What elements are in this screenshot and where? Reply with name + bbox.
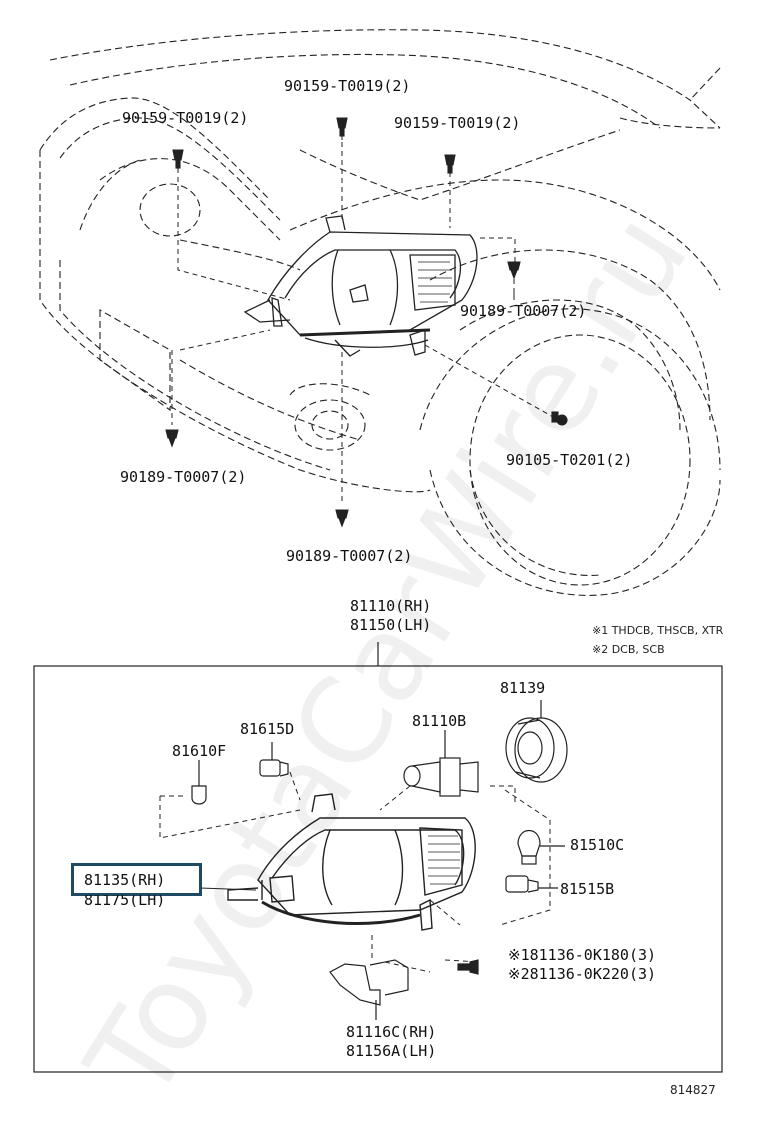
note-2: ※2 DCB, SCB <box>592 643 665 656</box>
part-81515b[interactable]: 81515B <box>560 880 615 898</box>
bulb-81610f <box>191 760 207 805</box>
part-81139[interactable]: 81139 <box>500 679 546 697</box>
callout-bolt-upper-right[interactable]: 90159-T0019(2) <box>394 114 521 132</box>
note-1: ※1 THDCB, THSCB, XTR <box>592 624 724 637</box>
part-housing-rh[interactable]: 81135(RH) <box>84 871 166 889</box>
bracket-81116c <box>329 959 409 1020</box>
bulb-81510c <box>517 829 565 865</box>
socket-81615d <box>259 742 289 777</box>
figure-number: 814827 <box>670 1083 716 1097</box>
part-bracket-rh[interactable]: 81116C(RH) <box>346 1023 437 1041</box>
part-bracket-lh[interactable]: 81156A(LH) <box>346 1042 437 1060</box>
part-81615d[interactable]: 81615D <box>240 720 295 738</box>
assembly-frame <box>33 665 723 1073</box>
headlamp-installed <box>243 215 478 357</box>
assembly-number-lh[interactable]: 81150(LH) <box>350 616 432 634</box>
vehicle-outline <box>39 29 721 596</box>
part-81510c[interactable]: 81510C <box>570 836 625 854</box>
callout-bolt-top-center[interactable]: 90159-T0019(2) <box>284 77 411 95</box>
highlight-box <box>71 863 202 896</box>
headlamp-housing <box>227 793 476 931</box>
callout-bolt-upper-left[interactable]: 90159-T0019(2) <box>122 109 249 127</box>
callout-clip-left[interactable]: 90189-T0007(2) <box>120 468 247 486</box>
part-81610f[interactable]: 81610F <box>172 742 227 760</box>
assembly-number-rh[interactable]: 81110(RH) <box>350 597 432 615</box>
part-81110b[interactable]: 81110B <box>412 712 467 730</box>
socket-cover-81139 <box>505 700 568 783</box>
callout-clip-right[interactable]: 90189-T0007(2) <box>460 302 587 320</box>
callout-screw-right[interactable]: 90105-T0201(2) <box>506 451 633 469</box>
bolt-icon <box>457 959 479 975</box>
socket-81515b <box>505 875 558 893</box>
part-bolt-1[interactable]: ※181136-0K180(3) <box>508 946 657 964</box>
bulb-81110b <box>403 730 479 797</box>
part-housing-lh[interactable]: 81175(LH) <box>84 891 166 909</box>
callout-clip-bottom[interactable]: 90189-T0007(2) <box>286 547 413 565</box>
fastener-icons <box>165 117 568 528</box>
part-bolt-2[interactable]: ※281136-0K220(3) <box>508 965 657 983</box>
